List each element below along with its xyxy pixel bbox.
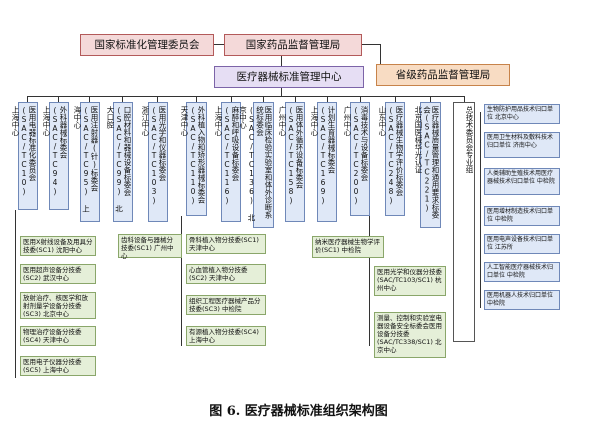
committee-col-8: 医用临床检验实验室和体外诊断系统标委会(SAC/TC136) 北京中心 bbox=[239, 102, 274, 228]
committee-col-9: 医用体外循环设备标委会(SAC/TC158) 广州中心 bbox=[278, 102, 305, 222]
figure-caption: 图 6. 医疗器械标准组织架构图 bbox=[209, 404, 388, 419]
committee-col-3: 医用注射器(针)标委会(SAC/TC95) 上海中心 bbox=[73, 102, 100, 222]
sub-tc110-sc2: 心血管植入物分技委(SC2) 天津中心 bbox=[186, 264, 266, 284]
line-nmpa-right bbox=[362, 44, 380, 45]
line-bus bbox=[27, 96, 464, 97]
drop-9 bbox=[295, 96, 296, 102]
committee-col-5: 医用光学和仪器标委会(SAC/TC103) 浙江中心 bbox=[141, 102, 168, 222]
unit-robot: 医用机器人技术归口单位 中检院 bbox=[484, 290, 560, 310]
general-tech-committee-col: 总技术委员会专业组 bbox=[453, 102, 475, 342]
committee-col-6: 外科植入物和矫形器械标委会(SAC/TC110) 天津中心 bbox=[180, 102, 207, 216]
drop-12 bbox=[395, 96, 396, 102]
drop-7 bbox=[231, 96, 232, 102]
sac-box: 国家标准化管理委员会 bbox=[80, 34, 214, 56]
drop-11 bbox=[360, 96, 361, 102]
line-nmpa-down bbox=[281, 56, 282, 66]
nmpa-box: 国家药品监督管理局 bbox=[224, 34, 362, 56]
drop-13 bbox=[430, 96, 431, 102]
sub-tc110-sc3: 组织工程医疗器械产品分技委(SC3) 中检院 bbox=[186, 295, 266, 315]
unit-medical-materials: 医用卫生材料及敷料技术归口单位 济南中心 bbox=[484, 132, 560, 158]
drop-5 bbox=[157, 96, 158, 102]
drop-10 bbox=[327, 96, 328, 102]
unit-ai: 人工智能医疗器械技术归口单位 中检院 bbox=[484, 262, 560, 282]
sub-tc10-sc4: 物理治疗设备分技委(SC4) 天津中心 bbox=[20, 326, 96, 346]
drop-14 bbox=[464, 96, 465, 102]
unit-electroacoustic: 医用电声设备技术归口单位 江苏所 bbox=[484, 234, 560, 254]
committee-col-10: 计划生育器械标委会(SAC/TC169) 上海中心 bbox=[310, 102, 337, 222]
sub-tc248-sc1: 纳米医疗器械生物学评价(SC1) 中检院 bbox=[312, 236, 384, 258]
sub-tc338-sc1: 测量、控制和实验室电器设备安全标委会医用设备分技委(SAC/TC338/SC1)… bbox=[374, 312, 446, 358]
committee-col-1: 医用电器标准化委员会(SAC/TC10) 上海中心 bbox=[11, 102, 38, 210]
sub-tc110-sc4: 有源植入物分技委(SC4) 上海中心 bbox=[186, 326, 266, 346]
drop-1 bbox=[27, 96, 28, 102]
committee-col-2: 外科器械标委会(SAC/TC94) 上海中心 bbox=[42, 102, 69, 210]
line-center-down bbox=[281, 88, 282, 96]
unit-bio-protection: 生物防护用品技术归口单位 北京中心 bbox=[484, 104, 560, 124]
committee-col-13: 医疗器械质量管理和通用要求标委会(SAC/TC221) 北京国医械华光认证 bbox=[414, 102, 441, 228]
committee-col-12: 医疗器械生物学评价标委会(SAC/TC248) 山东中心 bbox=[378, 102, 405, 216]
line-top-link bbox=[214, 44, 224, 45]
drop-8 bbox=[263, 96, 264, 102]
drop-6 bbox=[196, 96, 197, 102]
sub-trunk-c13 bbox=[369, 216, 370, 346]
sub-tc10-sc2: 医用超声设备分技委(SC2) 武汉中心 bbox=[20, 264, 96, 284]
standard-center-box: 医疗器械标准管理中心 bbox=[214, 66, 364, 88]
sub-tc110-sc1: 骨科植入物分技委(SC1) 天津中心 bbox=[186, 234, 266, 254]
drop-3 bbox=[89, 96, 90, 102]
sub-tc10-sc5: 医用电子仪器分技委(SC5) 上海中心 bbox=[20, 356, 96, 376]
committee-col-7: 麻醉和呼吸设备标委会(SAC/TC116) 上海中心 bbox=[214, 102, 241, 222]
committee-col-4: 口腔材料和器械设备标委会(SAC/TC99) 北大口腔 bbox=[106, 102, 133, 222]
sub-tc10-sc3: 放射治疗、核医学和放射剂量学设备分技委(SC3) 北京中心 bbox=[20, 292, 96, 319]
sub-trunk-c1 bbox=[15, 210, 16, 378]
committee-col-11: 消毒技术与设备标委会(SAC/TC200) 广州中心 bbox=[343, 102, 370, 216]
sub-tc10-sc1: 医用X射线设备及用具分技委(SC1) 沈阳中心 bbox=[20, 236, 96, 256]
unit-additive-manufacturing: 医用增材制造技术归口单位 中检院 bbox=[484, 206, 560, 226]
drop-2 bbox=[58, 96, 59, 102]
provincial-box: 省级药品监督管理局 bbox=[376, 64, 510, 86]
unit-assisted-reproduction: 人类辅助生殖技术用医疗器械技术归口单位 中检院 bbox=[484, 168, 560, 195]
sub-trunk-c6 bbox=[181, 216, 182, 346]
sub-tc99-sc1: 齿科设备与器械分技委(SC1) 广州中心 bbox=[118, 234, 182, 260]
drop-4 bbox=[122, 96, 123, 102]
line-prov-down bbox=[380, 44, 381, 64]
line-right-trunk bbox=[480, 112, 481, 308]
sub-tc103-sc1: 医用光学和仪器分技委 (SAC/TC103/SC1) 杭州中心 bbox=[374, 266, 446, 296]
